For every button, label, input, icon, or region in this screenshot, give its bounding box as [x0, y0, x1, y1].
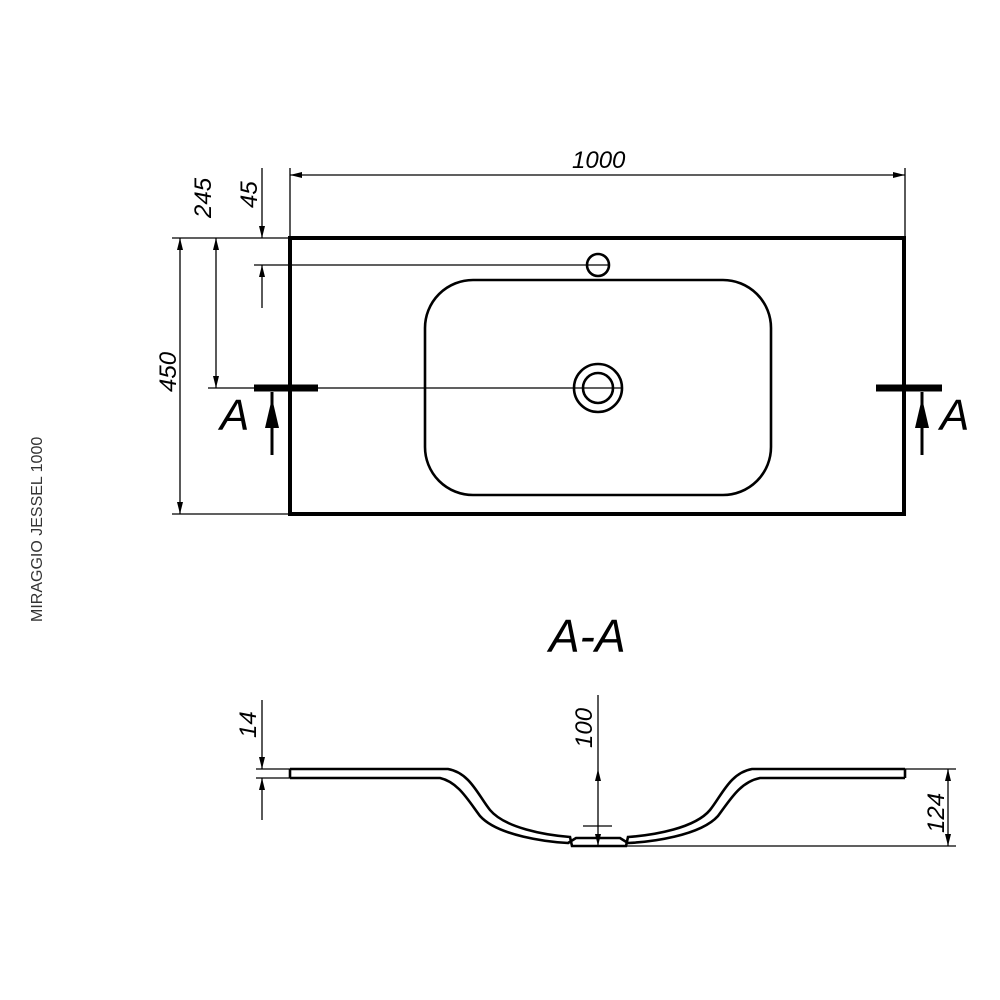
dimension-tap-offset-value: 45 [236, 181, 263, 208]
plan-view [288, 236, 906, 516]
dimension-tap-offset: 45 [236, 168, 587, 308]
section-marker-right: A [876, 384, 969, 455]
section-title: A-A [546, 610, 626, 662]
basin-outline [288, 236, 906, 516]
dimension-total-height: 124 [626, 768, 956, 847]
dimension-depth-value: 450 [155, 351, 182, 392]
dimension-slab-thickness: 14 [235, 700, 290, 820]
dimension-bowl-depth-value: 100 [571, 707, 598, 748]
section-marker-right-letter: A [937, 391, 969, 440]
section-outer-profile [290, 767, 905, 848]
dimension-bowl-depth: 100 [571, 695, 601, 846]
dimension-total-height-value: 124 [923, 793, 950, 833]
dimension-slab-thickness-value: 14 [235, 711, 262, 738]
tap-hole [585, 252, 611, 278]
dimension-width: 1000 [289, 147, 906, 238]
drain-hole [572, 362, 624, 414]
model-label: MIRAGGIO JESSEL 1000 [29, 437, 46, 622]
section-marker-left-letter: A [217, 391, 249, 440]
dimension-drain-offset-value: 245 [190, 177, 217, 219]
dimension-depth: 450 [155, 237, 290, 515]
section-marker-left: A [217, 384, 318, 455]
dimension-width-value: 1000 [572, 147, 626, 174]
